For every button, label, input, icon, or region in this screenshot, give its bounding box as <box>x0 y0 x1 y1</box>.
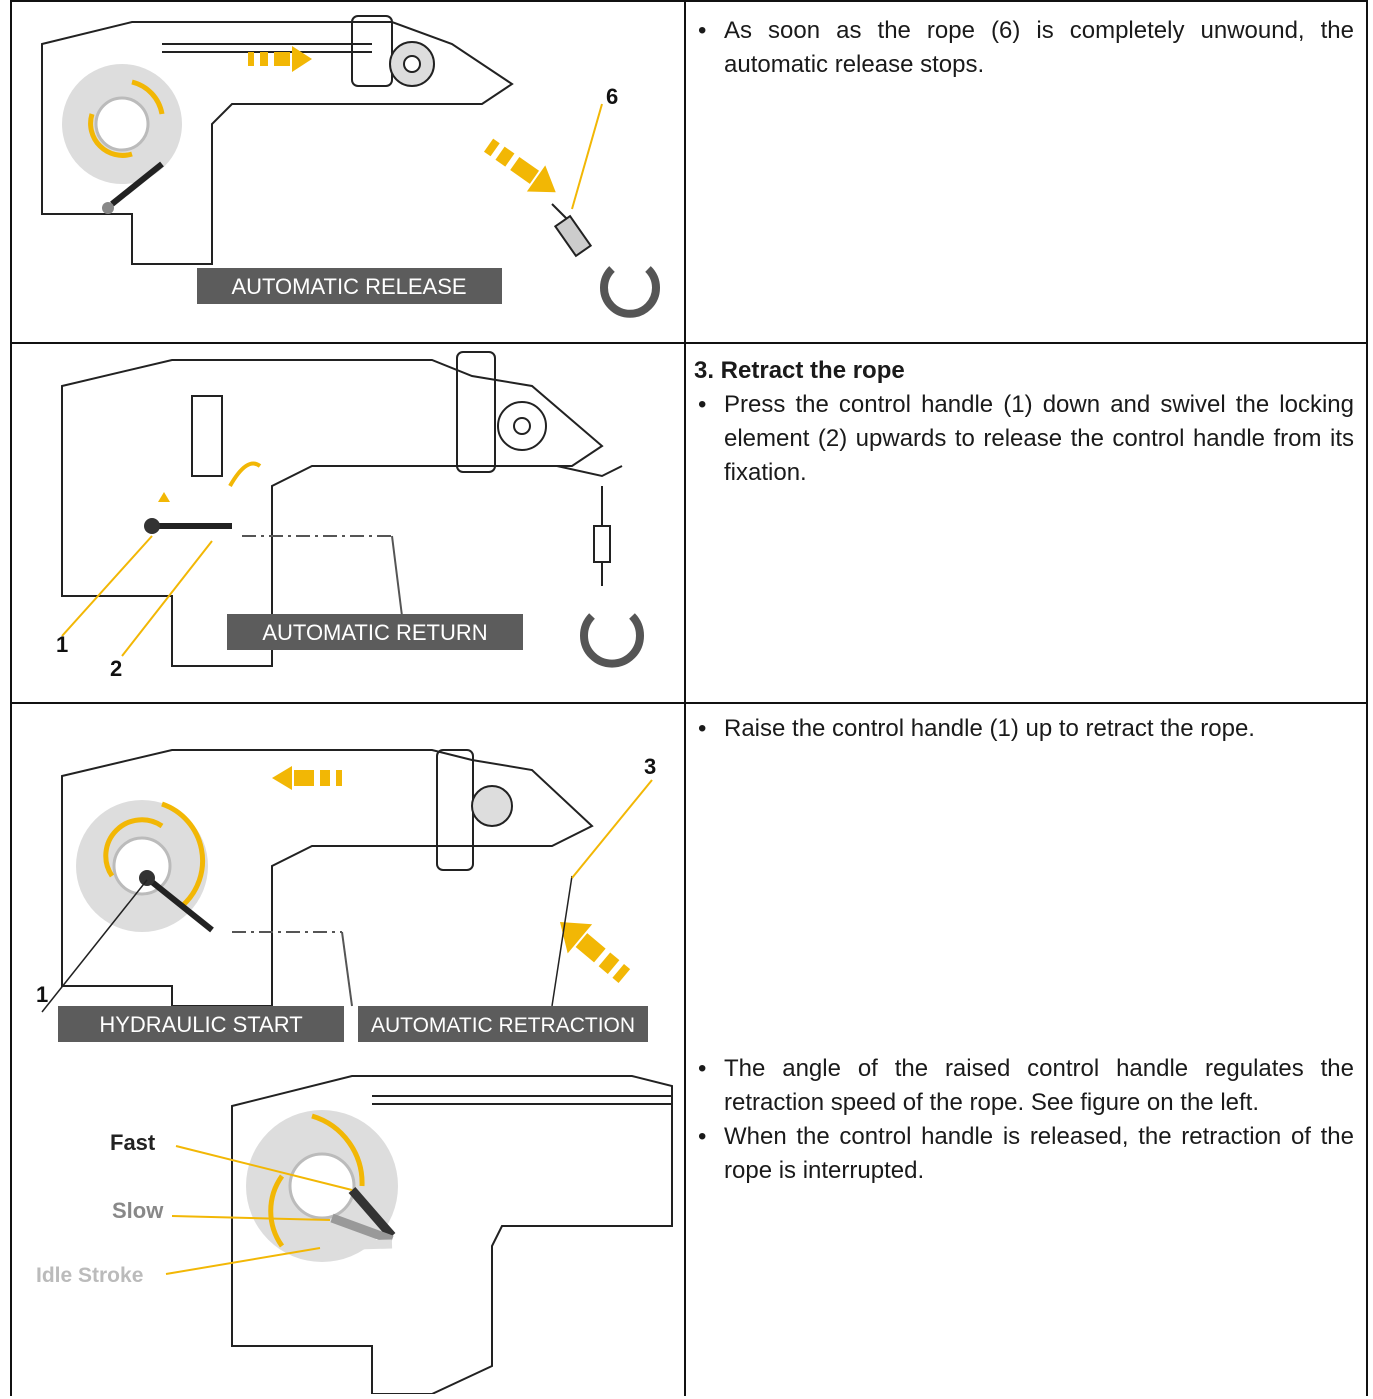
winch-retraction-illustration: 1 3 HYDRAULIC START AUTOMATIC RETRACTION… <box>36 749 673 1395</box>
svg-text:HYDRAULIC START: HYDRAULIC START <box>99 1012 302 1037</box>
callout-6: 6 <box>606 84 618 109</box>
instruction-table <box>10 0 1368 1396</box>
retract-arrow-icon <box>272 766 342 790</box>
tag-automatic-release <box>197 268 502 304</box>
bullet-press-handle: Press the control handle (1) down and sw… <box>694 388 1354 490</box>
figure-automatic-return: 1 2 AUTOMATIC RETURN <box>12 346 684 700</box>
label-idle-stroke: Idle Stroke <box>36 1264 143 1287</box>
bullet-handle-released: When the control handle is released, the… <box>694 1120 1354 1188</box>
callout-1: 1 <box>36 982 48 1007</box>
hook-icon <box>580 613 644 668</box>
svg-text:AUTOMATIC RELEASE: AUTOMATIC RELEASE <box>231 274 466 299</box>
step-heading-retract: 3. Retract the rope <box>694 357 905 384</box>
rotation-arrow-icon <box>103 817 164 878</box>
tag-hydraulic-start <box>58 1006 344 1042</box>
unwind-arrow-icon <box>248 46 312 72</box>
figure-automatic-release: 6 AUTOMATIC RELEASE <box>12 4 684 340</box>
callout-2: 2 <box>110 656 122 681</box>
callout-1: 1 <box>56 632 68 657</box>
rope-direction-arrow-icon <box>483 138 556 193</box>
tag-automatic-retraction <box>358 1006 648 1042</box>
step-text-speed: The angle of the raised control handle r… <box>694 1052 1354 1188</box>
callout-3: 3 <box>644 754 656 779</box>
handle-slow <box>330 1213 394 1245</box>
figure-hydraulic-retraction: 1 3 HYDRAULIC START AUTOMATIC RETRACTION… <box>12 706 684 1395</box>
svg-text:AUTOMATIC RETRACTION: AUTOMATIC RETRACTION <box>371 1014 635 1037</box>
handle-fast <box>348 1187 396 1239</box>
swivel-arrow-icon <box>228 461 262 487</box>
rope-in-arrow-icon <box>559 922 631 983</box>
rotation-arrow-icon <box>88 113 133 158</box>
winch-return-illustration: 1 2 AUTOMATIC RETURN <box>56 351 644 681</box>
svg-text:AUTOMATIC RETURN: AUTOMATIC RETURN <box>262 620 487 645</box>
bullet-raise-handle: Raise the control handle (1) up to retra… <box>694 712 1354 746</box>
hook-icon <box>600 266 660 318</box>
table-border-right <box>1366 0 1368 1396</box>
bullet-handle-angle: The angle of the raised control handle r… <box>694 1052 1354 1120</box>
step-text-return: 3. Retract the rope Press the control ha… <box>694 354 1354 490</box>
table-divider-2 <box>10 702 1368 704</box>
step-text-raise: Raise the control handle (1) up to retra… <box>694 712 1354 746</box>
table-border-left <box>10 0 12 1396</box>
bullet-rope-unwound: As soon as the rope (6) is completely un… <box>694 14 1354 82</box>
step-text-release: As soon as the rope (6) is completely un… <box>694 14 1354 82</box>
winch-release-illustration: 6 AUTOMATIC RELEASE <box>41 15 660 318</box>
table-column-divider <box>684 0 686 1396</box>
up-arrow-icon <box>158 492 170 502</box>
rotation-arrow-icon <box>311 1113 365 1187</box>
label-slow: Slow <box>112 1198 164 1223</box>
table-border-top <box>10 0 1368 2</box>
handle-idle <box>321 1239 393 1251</box>
tag-automatic-return <box>227 614 523 650</box>
table-divider-1 <box>10 342 1368 344</box>
label-fast: Fast <box>110 1130 156 1155</box>
